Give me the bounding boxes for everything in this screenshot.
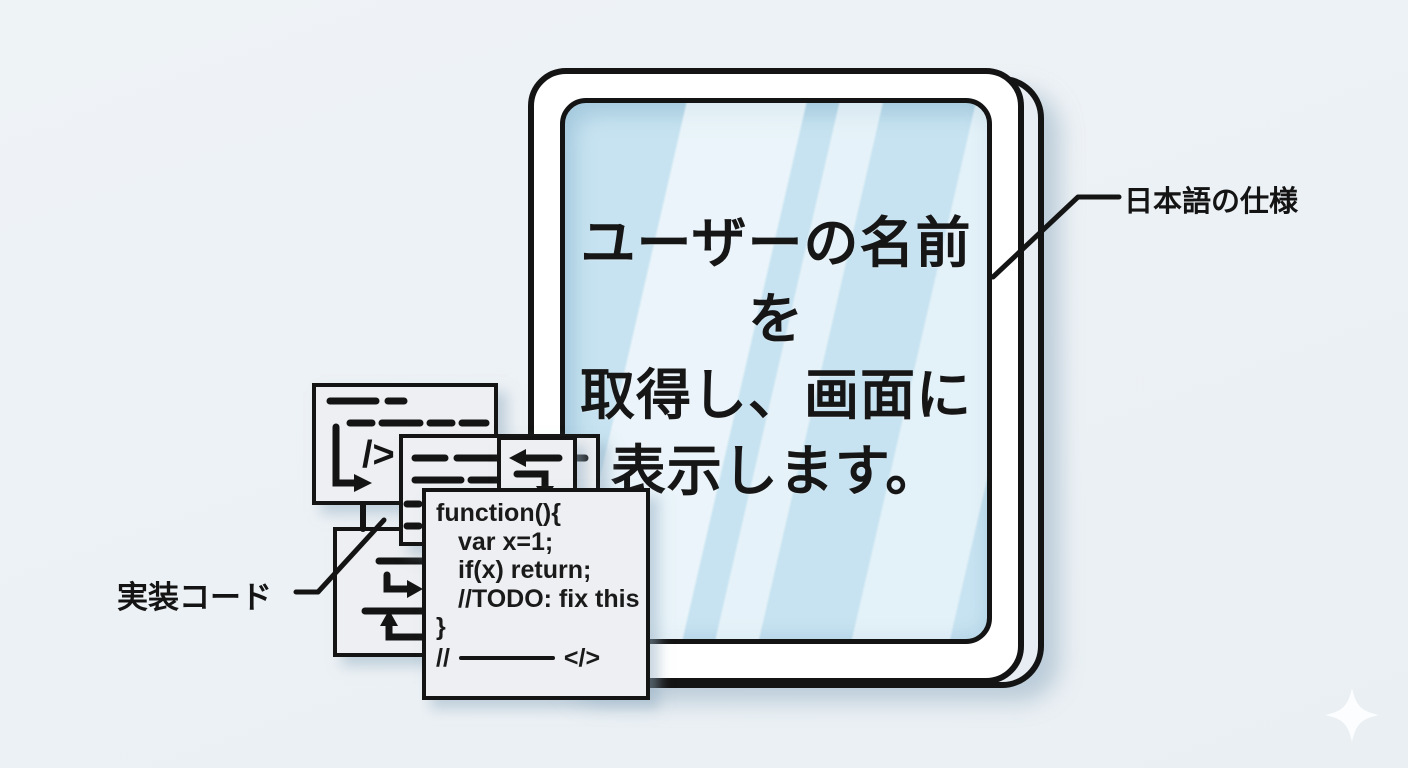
impl-label: 実装コード (117, 580, 272, 615)
code-line: function(){ (436, 499, 561, 527)
sparkle-icon (1325, 688, 1379, 742)
swap-arrows-icon (513, 454, 563, 490)
comment-slashes: // (436, 643, 450, 672)
code-footer: // </> (436, 644, 636, 673)
code-line: if(x) return; (458, 556, 592, 584)
code-line: var x=1; (458, 527, 554, 556)
elbow-arrow-icon (383, 571, 411, 593)
flow-bracket-arrow-icon (332, 423, 358, 487)
code-line: } (436, 613, 446, 641)
spec-label: 日本語の仕様 (1124, 186, 1299, 218)
comment-dash-line (458, 655, 555, 660)
spec-text: ユーザーの名前を 取得し、画面に 表示します。 (565, 205, 987, 509)
code-line: //TODO: fix this (458, 584, 640, 613)
spec-text-line: 取得し、画面に (579, 364, 972, 426)
code-slash-symbol: /> (362, 434, 395, 476)
code-card: function(){ var x=1; if(x) return; //TOD… (422, 488, 650, 700)
code-tag-symbol: </> (563, 643, 601, 672)
spec-text-line: ユーザーの名前を (580, 212, 972, 350)
